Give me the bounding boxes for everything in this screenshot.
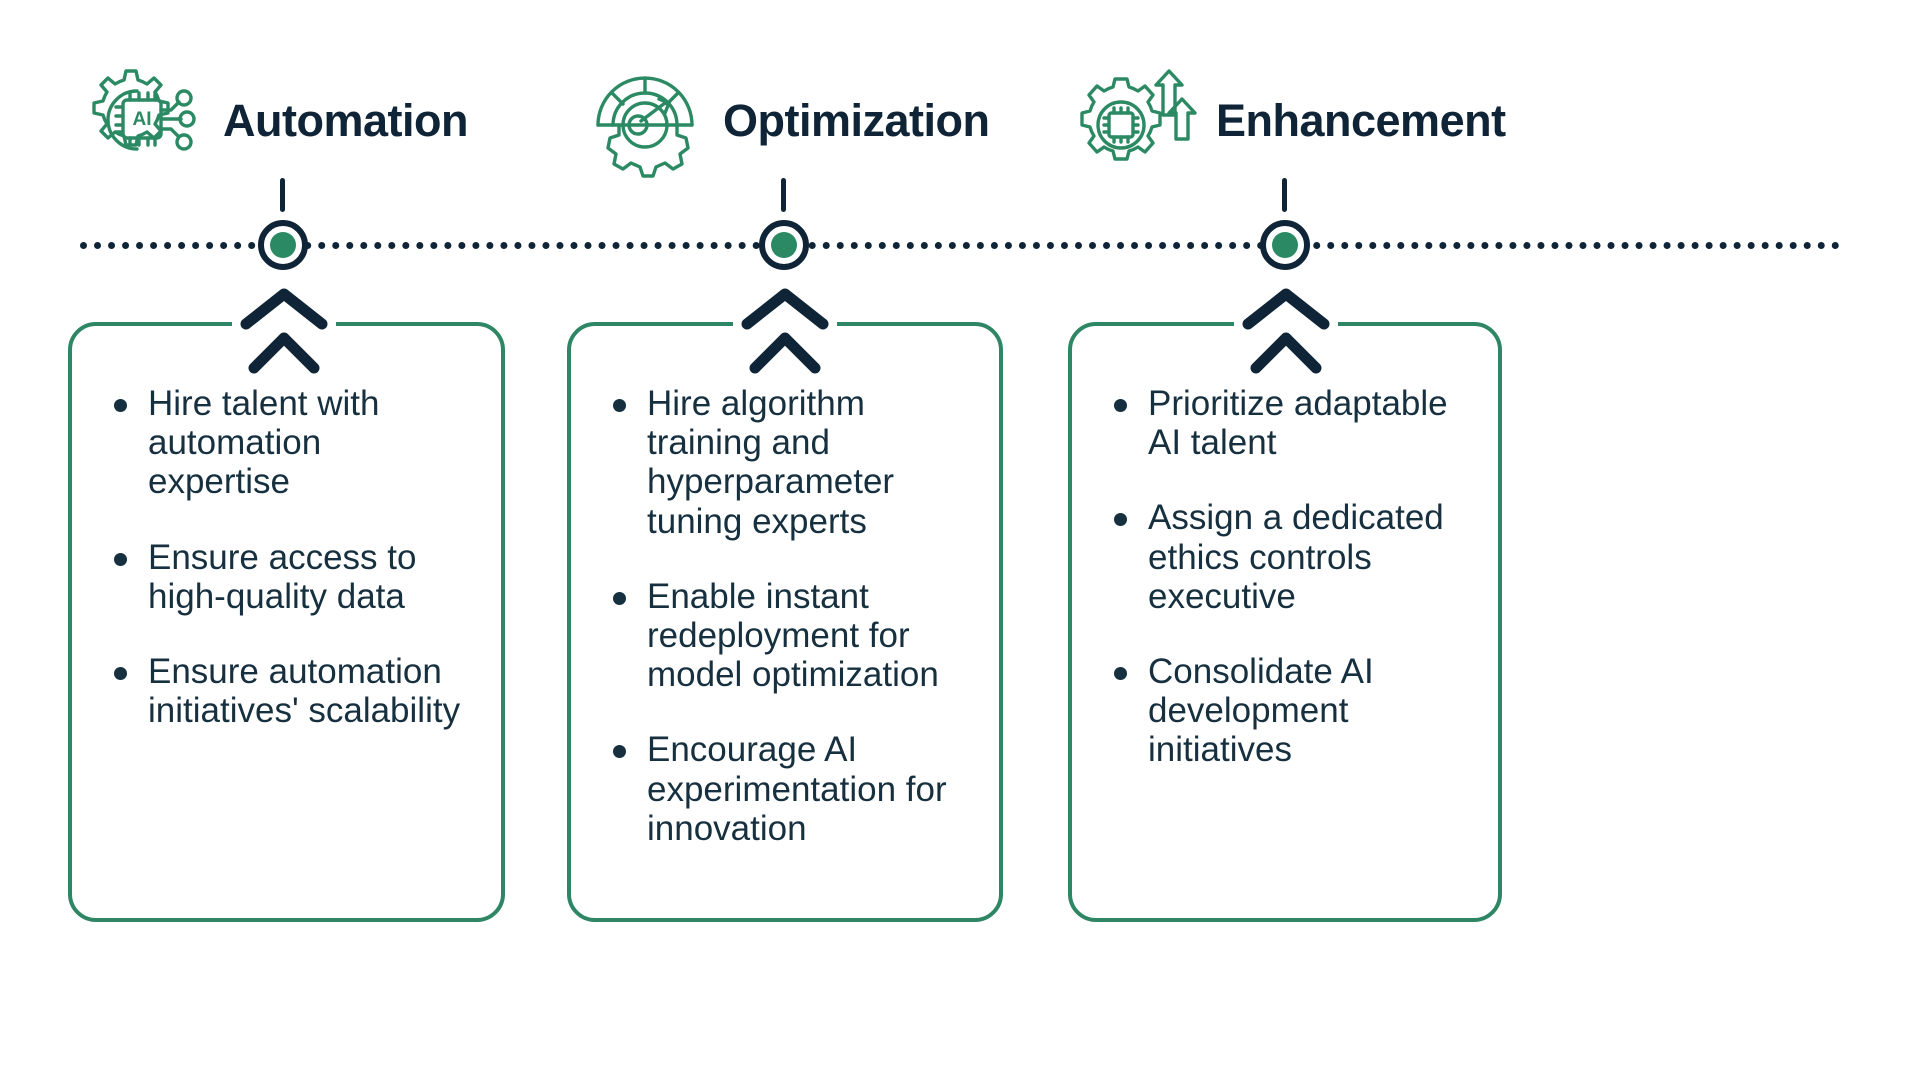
- bullet-dot: [613, 399, 626, 412]
- bullet-text: Enable instant redeployment for model op…: [647, 576, 939, 695]
- bullet-text: Ensure automation initiatives' scalabili…: [148, 651, 461, 731]
- bullet-text: Hire talent with automation expertise: [148, 384, 380, 502]
- bullet-list-enhancement: Prioritize adaptable AI talent Assign a …: [1106, 384, 1464, 770]
- card-automation: Hire talent with automation expertise En…: [68, 322, 505, 922]
- bullet-list-automation: Hire talent with automation expertise En…: [106, 384, 467, 730]
- timeline-node-optimization[interactable]: [759, 220, 809, 270]
- double-chevron-up-icon-enhancement: [1236, 288, 1336, 378]
- bullet-text: Assign a dedicated ethics controls execu…: [1148, 498, 1444, 616]
- column-title-automation: Automation: [223, 94, 468, 146]
- bullet-list-optimization: Hire algorithm training and hyperparamet…: [605, 384, 965, 848]
- bullet-dot: [613, 745, 626, 759]
- bullet-dot: [1114, 513, 1127, 527]
- bullet-dot: [1114, 666, 1127, 680]
- timeline-stem-optimization: [781, 178, 786, 212]
- list-item: Ensure automation initiatives' scalabili…: [106, 652, 467, 730]
- double-chevron-up-icon-optimization: [735, 288, 835, 378]
- column-header-enhancement: Enhancement: [1078, 65, 1506, 175]
- bullet-dot: [114, 399, 127, 412]
- timeline-node-enhancement[interactable]: [1260, 220, 1310, 270]
- bullet-text: Prioritize adaptable AI talent: [1148, 384, 1448, 463]
- list-item: Ensure access to high-quality data: [106, 538, 467, 616]
- bullet-text: Ensure access to high-quality data: [148, 537, 417, 616]
- svg-text:AI: AI: [133, 109, 152, 130]
- ai-chip-gear-icon: AI: [85, 63, 205, 178]
- speedometer-gear-icon: [585, 63, 705, 178]
- list-item: Assign a dedicated ethics controls execu…: [1106, 498, 1464, 616]
- timeline-stem-enhancement: [1282, 178, 1287, 212]
- list-item: Encourage AI experimentation for innovat…: [605, 730, 965, 848]
- timeline-node-dot: [1272, 232, 1298, 258]
- column-header-optimization: Optimization: [585, 63, 990, 178]
- bullet-text: Consolidate AI development initiatives: [1148, 651, 1374, 770]
- column-title-optimization: Optimization: [723, 94, 990, 146]
- list-item: Consolidate AI development initiatives: [1106, 652, 1464, 770]
- timeline-dotted-line: [80, 242, 1840, 249]
- column-title-enhancement: Enhancement: [1216, 94, 1506, 146]
- cpu-gear-arrows-icon: [1078, 63, 1198, 178]
- bullet-text: Encourage AI experimentation for innovat…: [647, 730, 947, 848]
- list-item: Enable instant redeployment for model op…: [605, 577, 965, 695]
- list-item: Hire algorithm training and hyperparamet…: [605, 384, 965, 541]
- card-optimization: Hire algorithm training and hyperparamet…: [567, 322, 1003, 922]
- bullet-dot: [114, 666, 127, 680]
- timeline-node-dot: [771, 232, 797, 258]
- list-item: Hire talent with automation expertise: [106, 384, 467, 502]
- double-chevron-up-icon-automation: [234, 288, 334, 378]
- timeline-stem-automation: [280, 178, 285, 212]
- bullet-dot: [1114, 399, 1127, 412]
- bullet-text: Hire algorithm training and hyperparamet…: [647, 384, 895, 541]
- timeline-node-automation[interactable]: [258, 220, 308, 270]
- column-header-automation: AI Automation: [85, 65, 468, 175]
- list-item: Prioritize adaptable AI talent: [1106, 384, 1464, 462]
- card-enhancement: Prioritize adaptable AI talent Assign a …: [1068, 322, 1502, 922]
- bullet-dot: [114, 552, 127, 566]
- timeline-node-dot: [270, 232, 296, 258]
- bullet-dot: [613, 591, 626, 605]
